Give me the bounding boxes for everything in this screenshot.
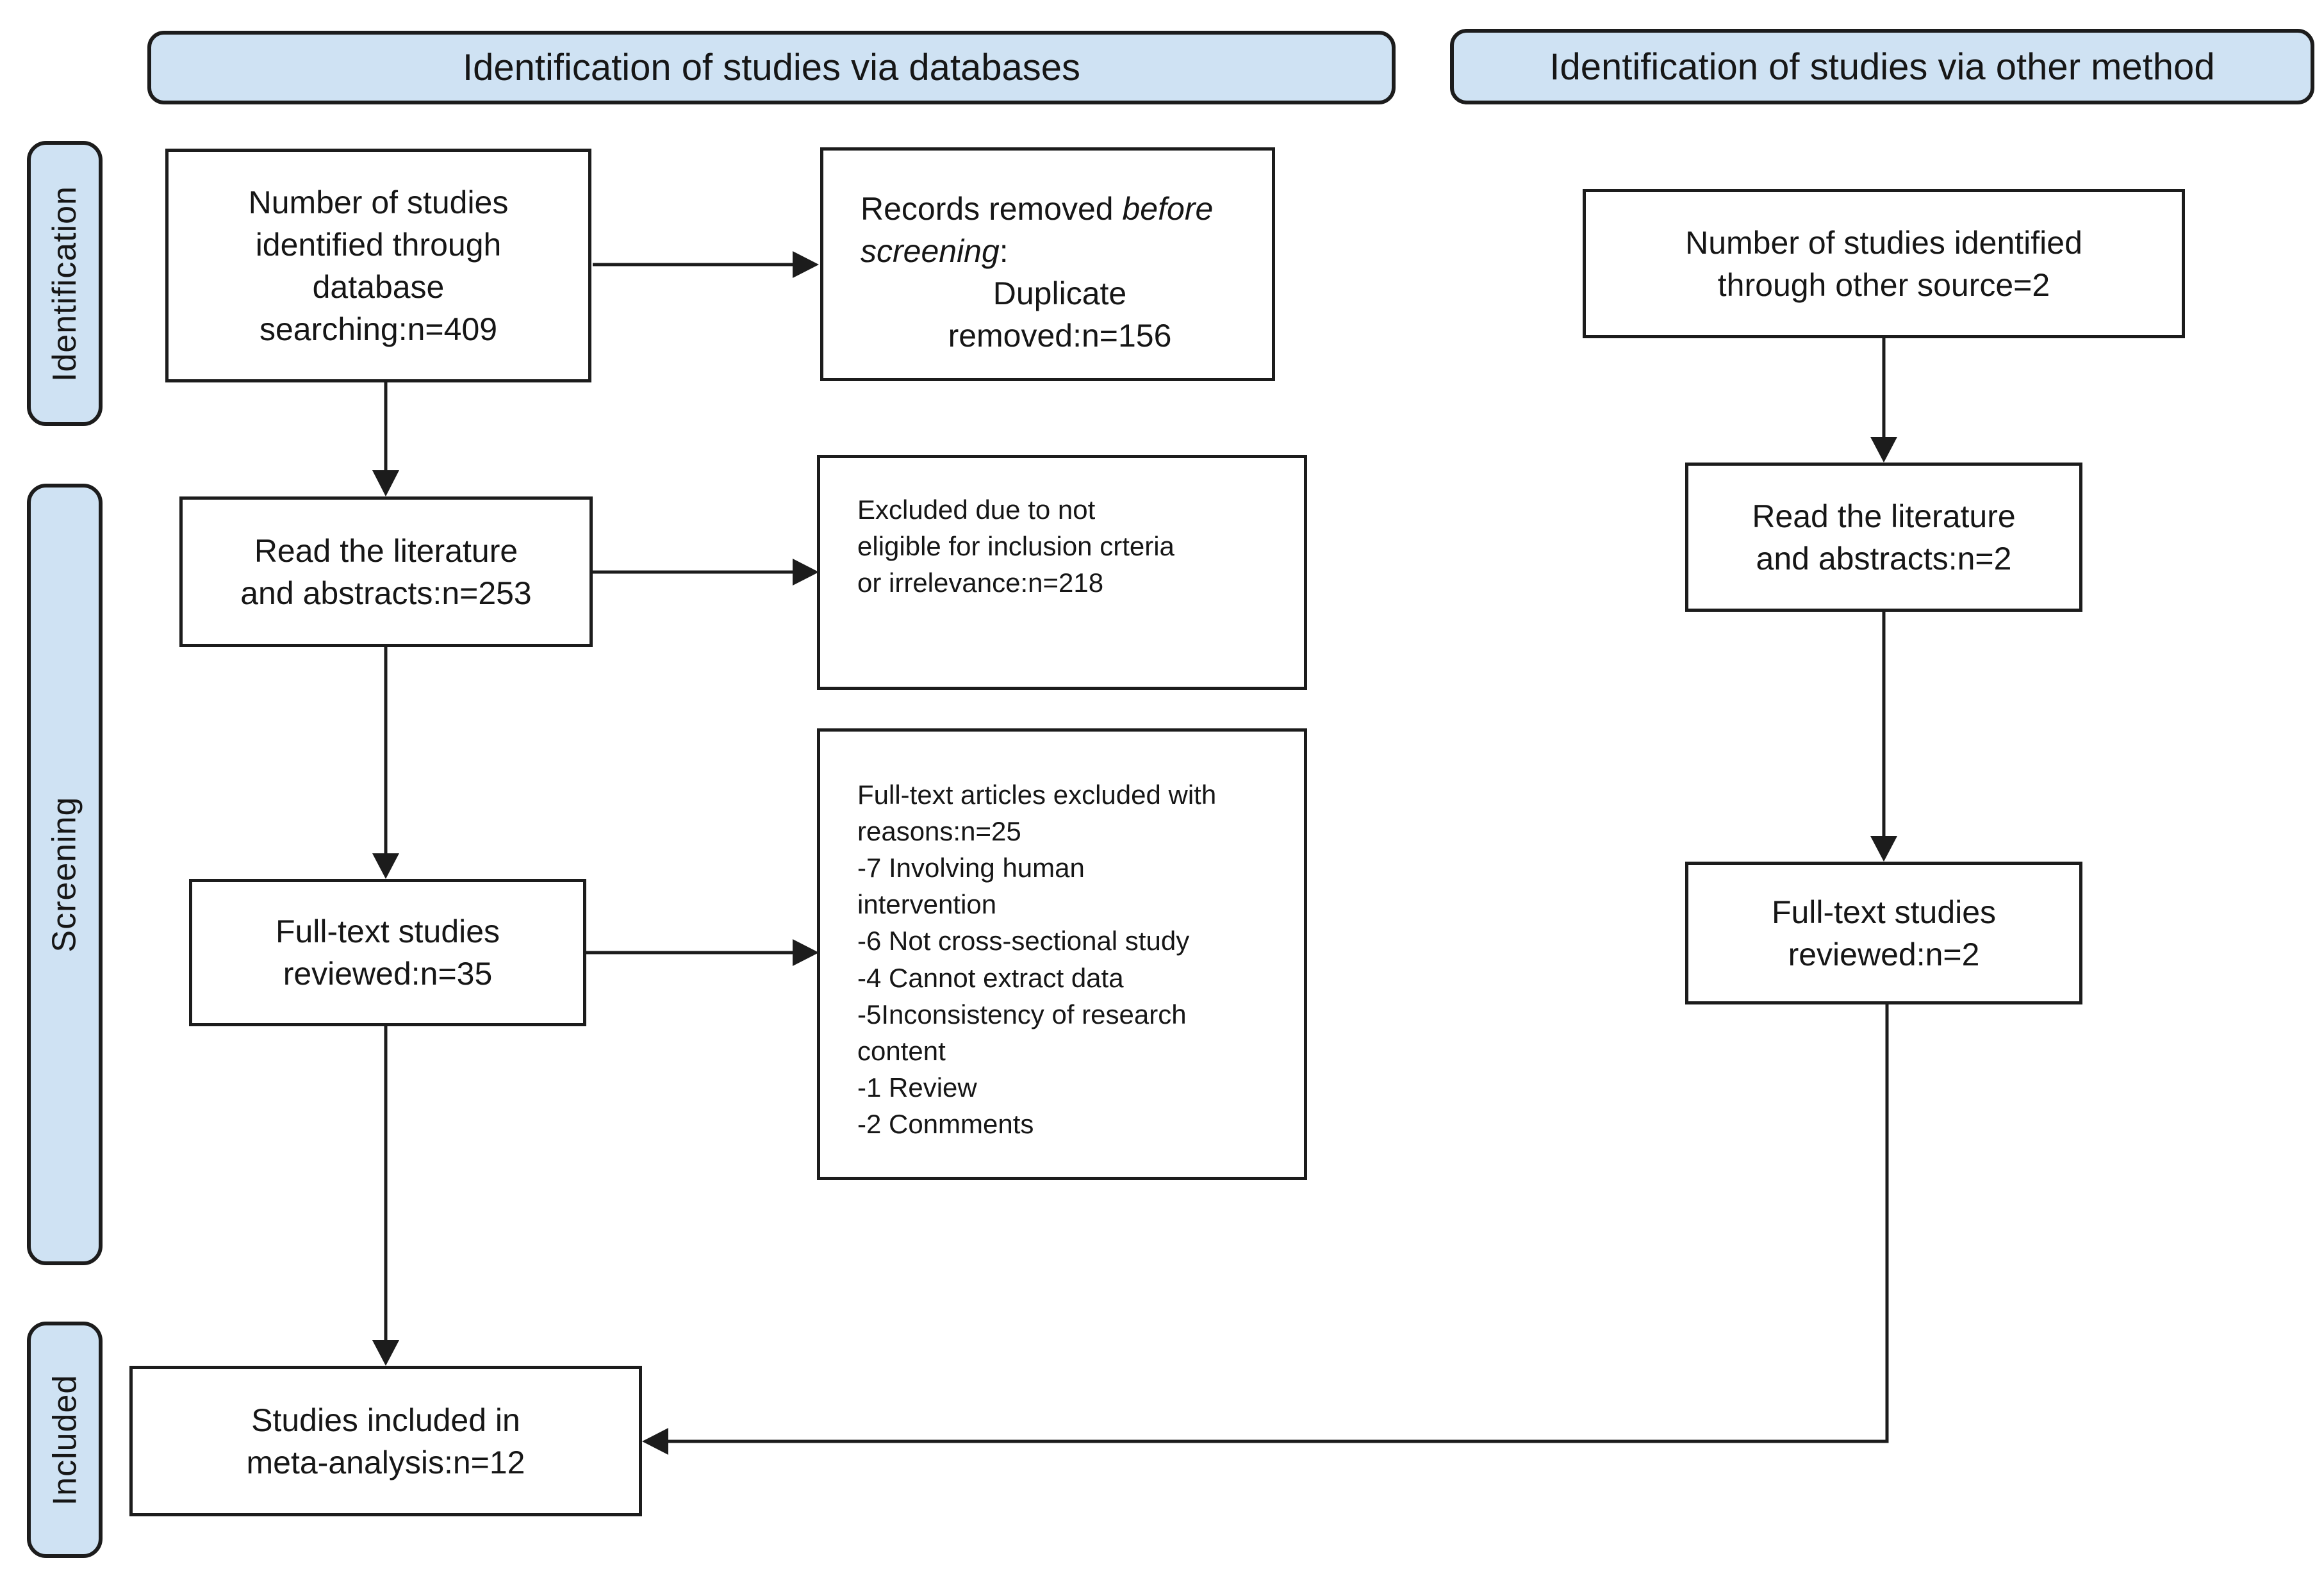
arrow-fulltext-other-to-included <box>666 1004 1889 1443</box>
header-identification-via-databases: Identification of studies via databases <box>147 31 1396 104</box>
box-records-removed: Records removed before screening: Duplic… <box>820 147 1275 381</box>
arrowhead-read-other-to-fulltext-other <box>1870 836 1897 862</box>
arrowhead-read-db-to-fulltext-db <box>372 853 399 879</box>
stage-label-screening: Screening <box>27 484 103 1265</box>
header-identification-via-other-method: Identification of studies via other meth… <box>1450 29 2314 104</box>
arrowhead-fulltext-db-to-included <box>372 1340 399 1366</box>
arrowhead-identified-to-read-db <box>372 470 399 496</box>
header-identification-via-databases-label: Identification of studies via databases <box>462 47 1081 88</box>
box-records-removed-line2: screening: <box>861 233 1009 269</box>
stage-label-included: Included <box>27 1322 103 1558</box>
box-records-removed-line1: Records removed before <box>861 191 1214 227</box>
stage-label-identification: Identification <box>27 141 103 426</box>
header-identification-via-other-method-label: Identification of studies via other meth… <box>1549 45 2215 88</box>
arrowhead-identified-to-records <box>793 251 819 278</box>
arrowhead-fulltext-db-to-excluded <box>793 939 819 966</box>
arrowhead-other-to-read-other <box>1870 437 1897 463</box>
arrowhead-fulltext-other-to-included <box>642 1428 668 1455</box>
arrowhead-read-db-to-excluded <box>793 559 819 586</box>
